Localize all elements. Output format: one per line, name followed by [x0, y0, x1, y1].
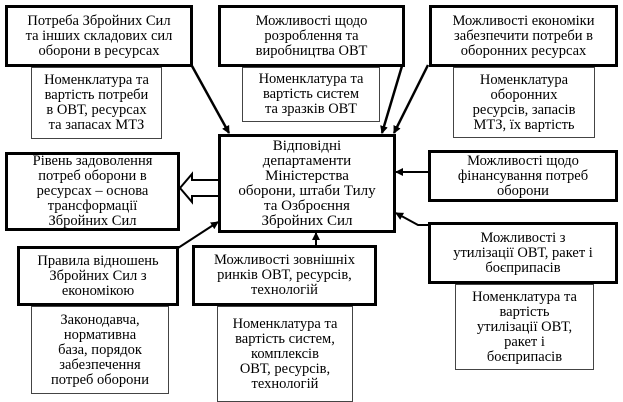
box-economy-capabilities-label: Можливості економіки забезпечити потреби…	[452, 12, 595, 59]
box-financing-capabilities-label: Можливості щодо фінансування потреб обор…	[457, 152, 589, 199]
box-relations-rules: Правила відношень Збройних Сил з економі…	[17, 246, 179, 306]
box-defense-needs-label: Потреба Збройних Сил та інших складових …	[25, 12, 173, 59]
box-economy-capabilities: Можливості економіки забезпечити потреби…	[429, 5, 618, 67]
arrow-top-left-to-center	[190, 65, 231, 134]
box-external-markets-detail: Номенклатура та вартість систем, комплек…	[217, 306, 353, 402]
arrow-bottom-left-to-center	[177, 221, 219, 249]
box-production-capabilities-detail-label: Номенклатура та вартість систем та зразк…	[258, 71, 364, 117]
box-relations-rules-detail-label: Законодавча, нормативна база, порядок за…	[51, 311, 149, 388]
box-external-markets-detail-label: Номенклатура та вартість систем, комплек…	[232, 315, 338, 392]
box-satisfaction-level-label: Рівень задоволення потреб оборони в ресу…	[32, 153, 153, 229]
box-economy-capabilities-detail-label: Номенклатура оборонних ресурсів, запасів…	[472, 71, 576, 133]
box-satisfaction-level: Рівень задоволення потреб оборони в ресу…	[5, 152, 180, 231]
arrow-top-right-to-center	[392, 64, 430, 134]
box-defense-needs: Потреба Збройних Сил та інших складових …	[5, 5, 193, 67]
box-financing-capabilities: Можливості щодо фінансування потреб обор…	[428, 150, 618, 202]
box-production-capabilities-label: Можливості щодо розроблення та виробницт…	[255, 12, 368, 59]
box-ministry-departments: Відповідні департаменти Міністерства обо…	[218, 134, 396, 233]
box-disposal-capabilities-detail-label: Номенклатура та вартість утилізації ОВТ,…	[472, 288, 577, 365]
box-production-capabilities-detail: Номенклатура та вартість систем та зразк…	[242, 67, 380, 122]
hollow-arrow-center-to-left	[178, 171, 219, 205]
box-external-markets-label: Можливості зовнішніх ринків ОВТ, ресурсі…	[214, 252, 355, 298]
box-defense-needs-detail-label: Номенклатура та вартість потреби в ОВТ, …	[44, 72, 149, 133]
box-economy-capabilities-detail: Номенклатура оборонних ресурсів, запасів…	[453, 67, 595, 138]
box-relations-rules-label: Правила відношень Збройних Сил з економі…	[37, 252, 159, 299]
box-relations-rules-detail: Законодавча, нормативна база, порядок за…	[31, 306, 169, 394]
arrow-top-center-to-center	[380, 65, 404, 134]
box-production-capabilities: Можливості щодо розроблення та виробницт…	[218, 5, 405, 67]
box-ministry-departments-label: Відповідні департаменти Міністерства обо…	[238, 137, 376, 229]
arrow-disposal-to-center	[395, 212, 428, 226]
box-defense-needs-detail: Номенклатура та вартість потреби в ОВТ, …	[31, 67, 162, 139]
box-disposal-capabilities: Можливості з утилізації ОВТ, ракет і боє…	[428, 222, 618, 284]
box-disposal-capabilities-detail: Номенклатура та вартість утилізації ОВТ,…	[455, 284, 594, 370]
box-external-markets: Можливості зовнішніх ринків ОВТ, ресурсі…	[192, 245, 377, 306]
box-disposal-capabilities-label: Можливості з утилізації ОВТ, ракет і боє…	[453, 229, 593, 276]
